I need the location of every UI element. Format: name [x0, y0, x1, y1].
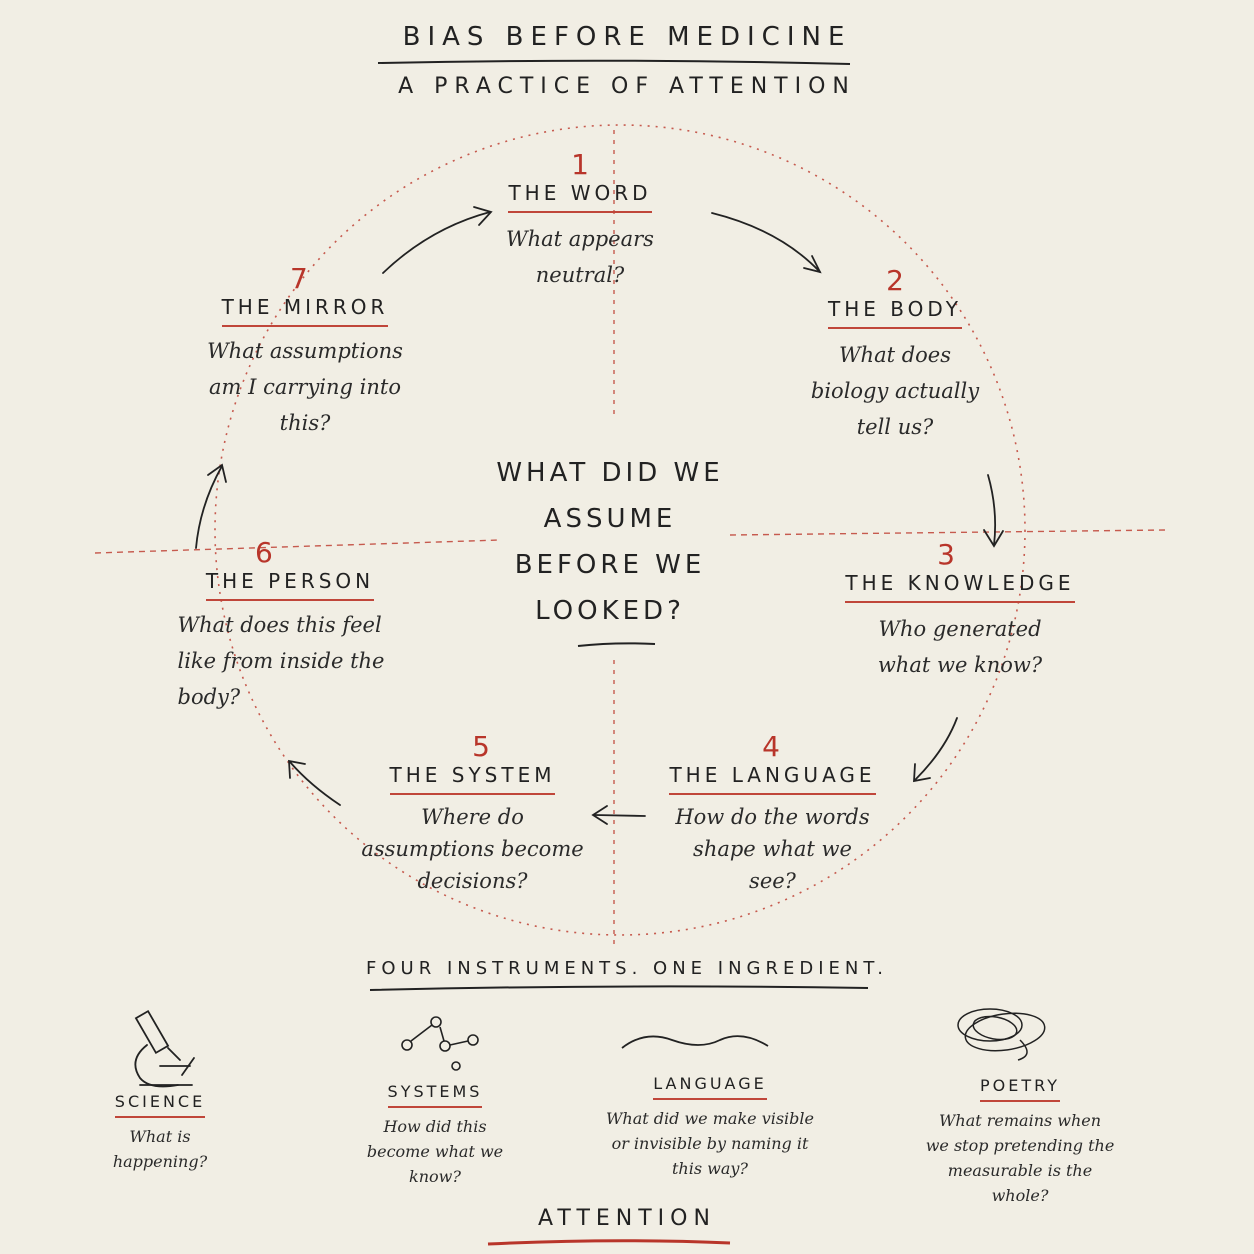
instrument-question: How did this become what we know? — [366, 1117, 504, 1186]
instrument-label: SYSTEMS — [387, 1082, 483, 1108]
node-number: 2 — [886, 264, 904, 297]
instrument-question: What remains when we stop pretending the… — [925, 1111, 1115, 1205]
node-question: What does biology actually tell us? — [810, 343, 980, 439]
microscope-icon — [134, 1009, 195, 1088]
attention-underline — [487, 1239, 731, 1246]
cycle-node-language: 4 THE LANGUAGE How do the words shape wh… — [665, 730, 880, 897]
arrowhead-6-to-7 — [207, 463, 227, 483]
arrowhead-1-to-2 — [803, 255, 822, 274]
arrow-3-to-4 — [914, 717, 958, 781]
instrument-question: What did we make visible or invisible by… — [605, 1109, 814, 1178]
instrument-label: SCIENCE — [114, 1092, 206, 1118]
instrument-language: LANGUAGE What did we make visible or inv… — [595, 1074, 825, 1181]
title-underline — [377, 59, 851, 65]
arrow-4-to-5 — [594, 814, 646, 817]
instrument-systems: SYSTEMS How did this become what we know… — [360, 1082, 510, 1189]
node-question: What does this feel like from inside the… — [177, 613, 385, 709]
arrowhead-5-to-6 — [288, 759, 306, 779]
node-number: 4 — [762, 730, 780, 763]
instruments-underline — [369, 985, 869, 991]
node-label: THE PERSON — [205, 569, 375, 601]
instruments-heading: FOUR INSTRUMENTS. ONE INGREDIENT. — [366, 958, 888, 979]
arrowhead-3-to-4 — [913, 763, 931, 783]
node-label: THE LANGUAGE — [669, 763, 876, 795]
instrument-label: LANGUAGE — [653, 1074, 767, 1100]
arrowhead-7-to-1 — [473, 206, 493, 226]
node-question: What assumptions am I carrying into this… — [207, 339, 403, 435]
node-question: Where do assumptions become decisions? — [361, 805, 584, 893]
arrow-7-to-1 — [382, 211, 491, 274]
arrow-6-to-7 — [195, 465, 223, 549]
cycle-node-person: 6 THE PERSON What does this feel like fr… — [170, 536, 410, 715]
cycle-node-system: 5 THE SYSTEM Where do assumptions become… — [345, 730, 600, 897]
center-question: WHAT DID WE ASSUME BEFORE WE LOOKED? — [496, 458, 724, 626]
cycle-node-mirror: 7 THE MIRROR What assumptions am I carry… — [195, 262, 415, 441]
node-number: 1 — [571, 148, 589, 181]
page-subtitle: A PRACTICE OF ATTENTION — [398, 74, 856, 99]
node-label: THE KNOWLEDGE — [845, 571, 1075, 603]
cycle-node-body: 2 THE BODY What does biology actually te… — [795, 264, 995, 445]
instrument-poetry: POETRY What remains when we stop pretend… — [920, 1076, 1120, 1208]
arrowhead-2-to-3 — [983, 529, 1004, 548]
arrow-5-to-6 — [289, 761, 341, 806]
arrowhead-4-to-5 — [591, 805, 608, 825]
cycle-node-knowledge: 3 THE KNOWLEDGE Who generated what we kn… — [845, 538, 1075, 683]
node-number: 5 — [472, 730, 490, 763]
squiggle-icon — [621, 1035, 769, 1049]
node-number: 3 — [937, 538, 955, 571]
node-question: How do the words shape what we see? — [675, 805, 870, 893]
node-number: 7 — [290, 262, 308, 295]
center-underline — [577, 642, 656, 647]
node-question: Who generated what we know? — [877, 617, 1043, 677]
network-icon — [401, 1016, 479, 1071]
node-label: THE MIRROR — [221, 295, 389, 327]
instrument-science: SCIENCE What is happening? — [95, 1092, 225, 1174]
page-title: BIAS BEFORE MEDICINE — [402, 22, 852, 52]
crosshair-right — [729, 529, 1166, 536]
cycle-circle — [214, 124, 1026, 936]
crosshair-left — [94, 539, 501, 554]
arrow-1-to-2 — [711, 212, 821, 273]
node-label: THE WORD — [508, 181, 652, 213]
ingredient-label: ATTENTION — [538, 1206, 716, 1231]
scribble-icon — [957, 1008, 1046, 1061]
cycle-arrows — [195, 206, 1004, 825]
node-label: THE SYSTEM — [389, 763, 556, 795]
node-question: What appears neutral? — [506, 227, 654, 287]
instrument-label: POETRY — [980, 1076, 1060, 1102]
node-number: 6 — [255, 536, 273, 569]
cycle-node-word: 1 THE WORD What appears neutral? — [470, 148, 690, 293]
instrument-question: What is happening? — [112, 1127, 208, 1171]
arrow-2-to-3 — [987, 474, 997, 546]
node-label: THE BODY — [828, 297, 962, 329]
